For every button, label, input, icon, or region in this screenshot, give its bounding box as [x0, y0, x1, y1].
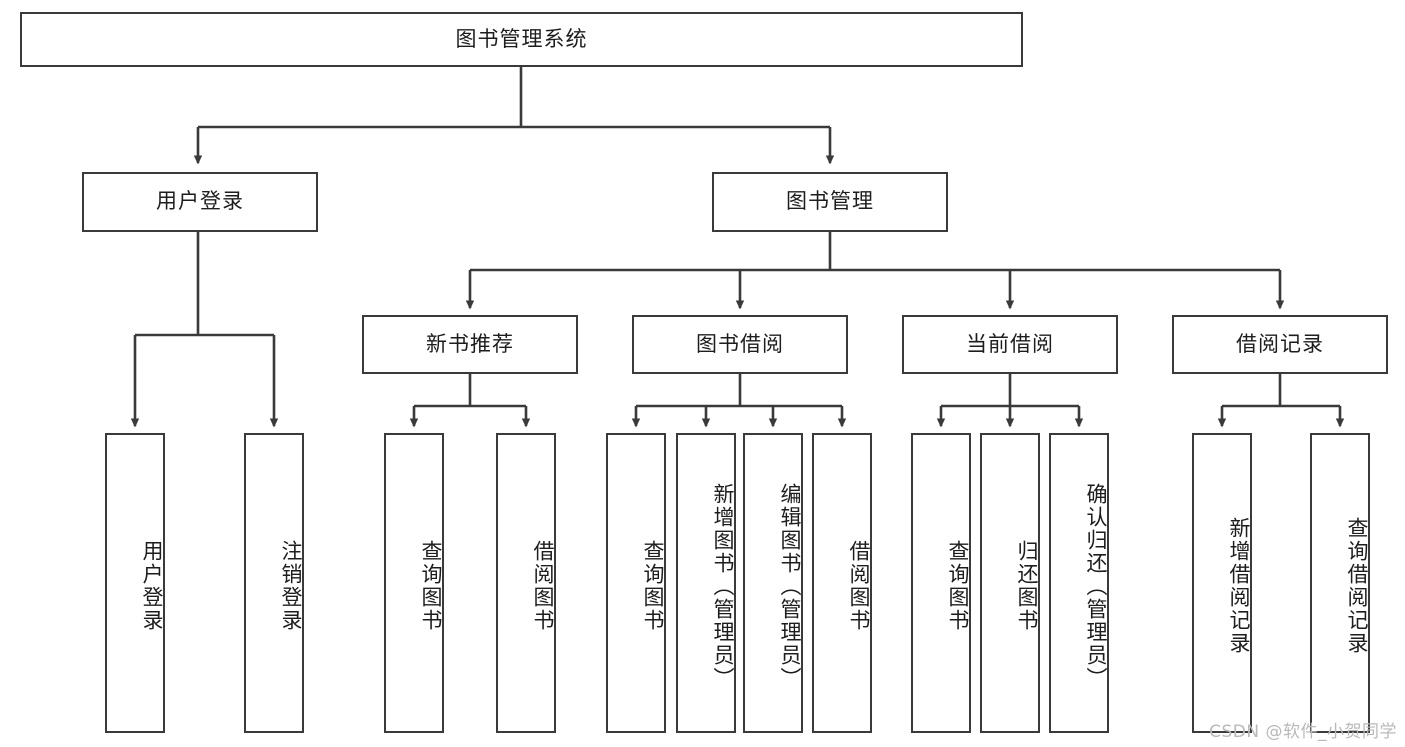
node-leaf-borrow-book-2[interactable]: 借阅图书: [812, 433, 872, 733]
node-book-manage-label: 图书管理: [786, 189, 874, 214]
node-leaf-query-book-1[interactable]: 查询图书: [384, 433, 444, 733]
watermark: CSDN @软件_小贺同学: [1209, 722, 1397, 742]
node-leaf-query-book-3-label: 查询图书: [946, 540, 970, 632]
node-leaf-borrow-book-1-label: 借阅图书: [531, 540, 555, 632]
node-book-borrow-label: 图书借阅: [696, 331, 784, 356]
node-leaf-add-book-label: 新增图书（管理员）: [711, 482, 735, 690]
node-leaf-query-book-2[interactable]: 查询图书: [606, 433, 666, 733]
node-user-login[interactable]: 用户登录: [82, 172, 318, 232]
node-leaf-return-book-label: 归还图书: [1015, 540, 1039, 632]
node-leaf-logout-login[interactable]: 注销登录: [244, 433, 304, 733]
node-new-book-recommend-label: 新书推荐: [426, 331, 514, 356]
node-leaf-add-book[interactable]: 新增图书（管理员）: [676, 433, 736, 733]
node-root[interactable]: 图书管理系统: [20, 12, 1023, 67]
node-leaf-borrow-book-1[interactable]: 借阅图书: [496, 433, 556, 733]
node-leaf-query-record-label: 查询借阅记录: [1345, 517, 1369, 655]
node-book-borrow[interactable]: 图书借阅: [632, 315, 848, 374]
node-leaf-edit-book[interactable]: 编辑图书（管理员）: [743, 433, 803, 733]
node-leaf-query-book-3[interactable]: 查询图书: [911, 433, 971, 733]
node-leaf-add-record[interactable]: 新增借阅记录: [1192, 433, 1252, 733]
node-leaf-confirm-return-label: 确认归还（管理员）: [1084, 482, 1108, 690]
node-leaf-add-record-label: 新增借阅记录: [1227, 517, 1251, 655]
node-borrow-record[interactable]: 借阅记录: [1172, 315, 1388, 374]
node-leaf-query-record[interactable]: 查询借阅记录: [1310, 433, 1370, 733]
node-leaf-query-book-1-label: 查询图书: [419, 540, 443, 632]
node-leaf-borrow-book-2-label: 借阅图书: [847, 540, 871, 632]
node-current-borrow[interactable]: 当前借阅: [902, 315, 1118, 374]
node-leaf-confirm-return[interactable]: 确认归还（管理员）: [1049, 433, 1109, 733]
node-new-book-recommend[interactable]: 新书推荐: [362, 315, 578, 374]
node-current-borrow-label: 当前借阅: [966, 331, 1054, 356]
node-leaf-logout-login-label: 注销登录: [279, 540, 303, 632]
node-leaf-return-book[interactable]: 归还图书: [980, 433, 1040, 733]
node-book-manage[interactable]: 图书管理: [712, 172, 948, 232]
node-leaf-user-login[interactable]: 用户登录: [105, 433, 165, 733]
node-leaf-user-login-label: 用户登录: [140, 540, 164, 632]
node-borrow-record-label: 借阅记录: [1236, 331, 1324, 356]
node-leaf-query-book-2-label: 查询图书: [641, 540, 665, 632]
node-root-label: 图书管理系统: [455, 26, 588, 51]
node-leaf-edit-book-label: 编辑图书（管理员）: [778, 482, 802, 690]
node-user-login-label: 用户登录: [156, 189, 244, 214]
